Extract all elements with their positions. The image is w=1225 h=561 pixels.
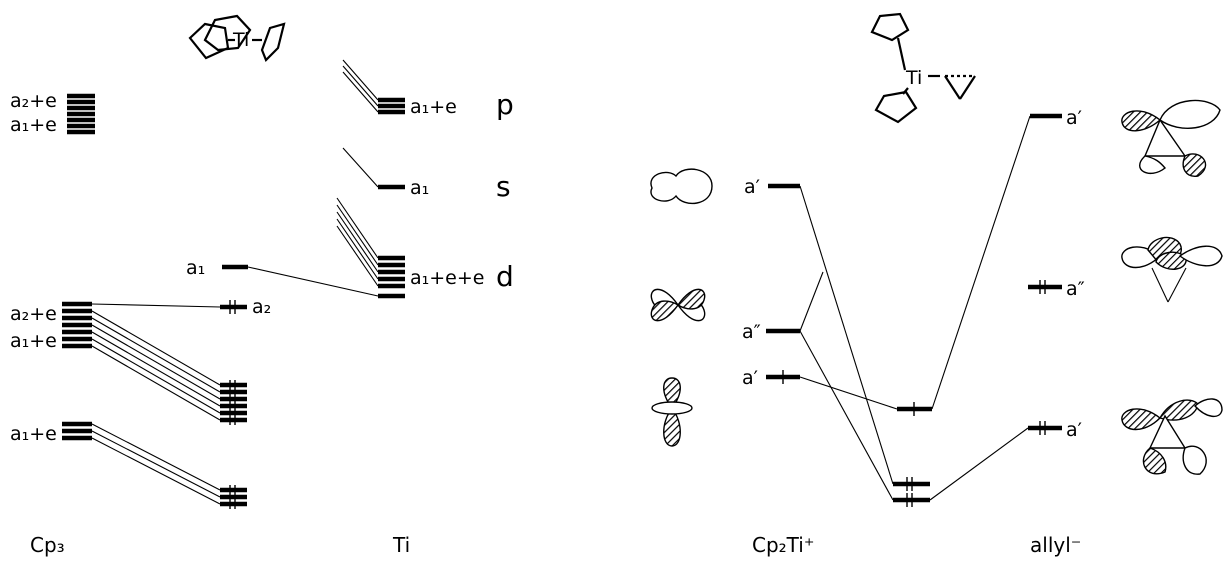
cp3-top-levels — [67, 93, 95, 135]
cp3-top-a2e-label: a₂+e — [10, 90, 57, 112]
complex-right-levels — [893, 402, 932, 507]
ti-p-symmetry-label: a₁+e — [410, 96, 457, 118]
cp3-top-a1e-label: a₁+e — [10, 114, 57, 136]
allyl-a-prime-top-label: a′ — [1066, 107, 1082, 129]
cp2ti-allyl-molecule-sketch: Ti — [870, 12, 976, 124]
ti-s-symmetry-label: a₁ — [410, 177, 429, 199]
allyl-levels — [1028, 113, 1062, 435]
allyl-a-dprime-label: a″ — [1066, 278, 1085, 300]
cp3-mid-levels — [62, 301, 92, 349]
complex-bonding-stack-mid — [91, 310, 247, 425]
cp2ti-a-dprime-orbital — [650, 288, 706, 322]
allyl-a-prime-low-orbital — [1121, 398, 1223, 475]
cp3-footer-label: Cp₃ — [30, 533, 65, 557]
cp3-mid-a1e-label: a₁+e — [10, 330, 57, 352]
allyl-a-prime-low-label: a′ — [1066, 419, 1082, 441]
allyl-a-prime-top-orbital — [1121, 99, 1221, 177]
cp3ti-mo-diagram: Ti a₂+e a₁+e a₂+e a₁+e — [10, 14, 514, 557]
complex-a1-label: a₁ — [186, 257, 205, 279]
cp2ti-a-prime-top-label: a′ — [744, 176, 760, 198]
ti-d-levels — [336, 197, 405, 299]
ti-atom-label-right: Ti — [905, 67, 922, 89]
cp3ti-molecule-sketch: Ti — [188, 14, 286, 62]
ti-s-level — [342, 147, 405, 190]
cp2ti-footer-label: Cp₂Ti⁺ — [752, 533, 814, 557]
ti-atom-label-left: Ti — [232, 29, 249, 51]
complex-a2-label: a₂ — [252, 296, 271, 318]
ti-p-label: p — [496, 88, 514, 121]
ti-d-symmetry-label: a₁+e+e — [410, 267, 484, 289]
allyl-footer-label: allyl⁻ — [1030, 533, 1081, 557]
cp2ti-a-dprime-label: a″ — [742, 321, 761, 343]
allyl-a-dprime-orbital — [1121, 236, 1223, 303]
ti-d-label: d — [496, 260, 514, 293]
complex-a1-level — [222, 264, 379, 297]
correlation-lines-right — [799, 115, 1031, 501]
ti-p-levels — [342, 59, 405, 115]
ti-footer-label: Ti — [392, 533, 410, 557]
complex-bonding-stack-low — [91, 423, 247, 509]
cp2ti-a-prime-top-orbital — [650, 168, 713, 205]
cp3-low-levels — [62, 421, 92, 441]
cp2ti-orbital-sketches — [650, 168, 713, 447]
cp2ti-a-prime-low-label: a′ — [742, 367, 758, 389]
allyl-orbital-sketches — [1121, 99, 1223, 475]
ti-s-label: s — [496, 170, 511, 203]
cp3-low-a1e-label: a₁+e — [10, 423, 57, 445]
cp2ti-levels — [766, 183, 800, 384]
cp3-mid-a2e-label: a₂+e — [10, 303, 57, 325]
cp2ti-a-prime-low-orbital — [651, 377, 693, 447]
complex-a2-level — [91, 300, 247, 314]
cp2ti-allyl-mo-diagram: Ti a′ a″ a′ — [650, 12, 1223, 557]
